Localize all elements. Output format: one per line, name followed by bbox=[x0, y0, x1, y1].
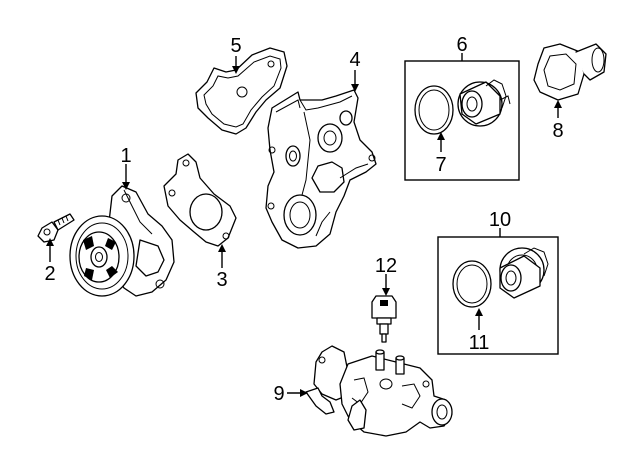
callout-8: 8 bbox=[552, 120, 563, 142]
callout-7: 7 bbox=[435, 154, 446, 176]
water-pump-housing bbox=[265, 89, 377, 249]
pump-gasket bbox=[163, 153, 237, 247]
callout-4: 4 bbox=[349, 49, 360, 71]
callout-1: 1 bbox=[120, 145, 131, 167]
bolt bbox=[37, 213, 75, 243]
water-pump bbox=[69, 185, 175, 297]
callout-5: 5 bbox=[230, 35, 241, 57]
thermostat-kit-lower bbox=[499, 247, 549, 299]
upper-o-ring bbox=[414, 85, 454, 135]
callout-10: 10 bbox=[489, 209, 511, 231]
thermostat-kit-upper bbox=[457, 79, 511, 127]
callout-6: 6 bbox=[456, 34, 467, 56]
water-outlet bbox=[533, 43, 607, 101]
lower-o-ring bbox=[452, 260, 492, 308]
temperature-sensor bbox=[371, 295, 397, 343]
callout-2: 2 bbox=[44, 263, 55, 285]
callout-12: 12 bbox=[375, 255, 397, 277]
thermostat-housing bbox=[305, 345, 453, 437]
callout-3: 3 bbox=[216, 269, 227, 291]
leader-lines bbox=[46, 53, 562, 397]
housing-gasket bbox=[195, 47, 288, 135]
callout-9: 9 bbox=[273, 383, 284, 405]
thermostat-kit-lower-box bbox=[437, 236, 559, 355]
callout-11: 11 bbox=[469, 332, 490, 354]
